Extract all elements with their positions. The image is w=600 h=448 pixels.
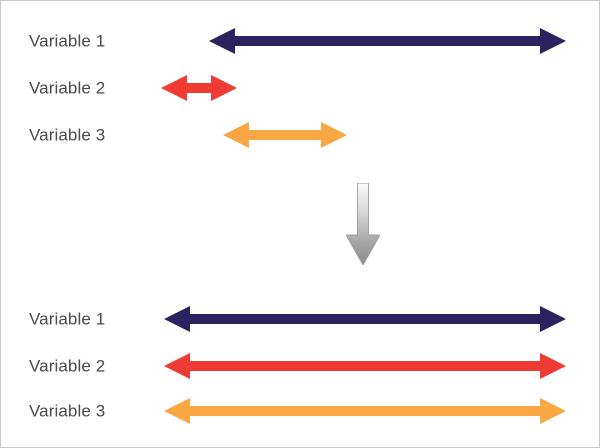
row-before-variable-1: Variable 1 xyxy=(1,18,599,64)
row-after-variable-1: Variable 1 xyxy=(1,296,599,342)
before-state-section: Variable 1 Variable 2 Variable 3 xyxy=(1,1,599,173)
label-before-variable-2: Variable 2 xyxy=(29,78,106,98)
label-after-variable-1: Variable 1 xyxy=(29,309,106,329)
gradient-down-arrow-icon xyxy=(346,183,380,265)
label-after-variable-3: Variable 3 xyxy=(29,401,106,421)
row-after-variable-2: Variable 2 xyxy=(1,343,599,389)
double-headed-arrow-orange-before xyxy=(223,120,347,150)
label-before-variable-1: Variable 1 xyxy=(29,31,106,51)
row-after-variable-3: Variable 3 xyxy=(1,388,599,434)
double-headed-arrow-red-before xyxy=(161,73,237,103)
label-after-variable-2: Variable 2 xyxy=(29,356,106,376)
label-before-variable-3: Variable 3 xyxy=(29,125,106,145)
transition-section xyxy=(1,173,599,273)
double-headed-arrow-orange-after xyxy=(164,396,566,426)
row-before-variable-2: Variable 2 xyxy=(1,65,599,111)
double-headed-arrow-navy-before xyxy=(209,26,566,56)
double-headed-arrow-red-after xyxy=(164,351,566,381)
row-before-variable-3: Variable 3 xyxy=(1,112,599,158)
after-state-section: Variable 1 Variable 2 Variable 3 xyxy=(1,273,599,447)
double-headed-arrow-navy-after xyxy=(164,304,566,334)
